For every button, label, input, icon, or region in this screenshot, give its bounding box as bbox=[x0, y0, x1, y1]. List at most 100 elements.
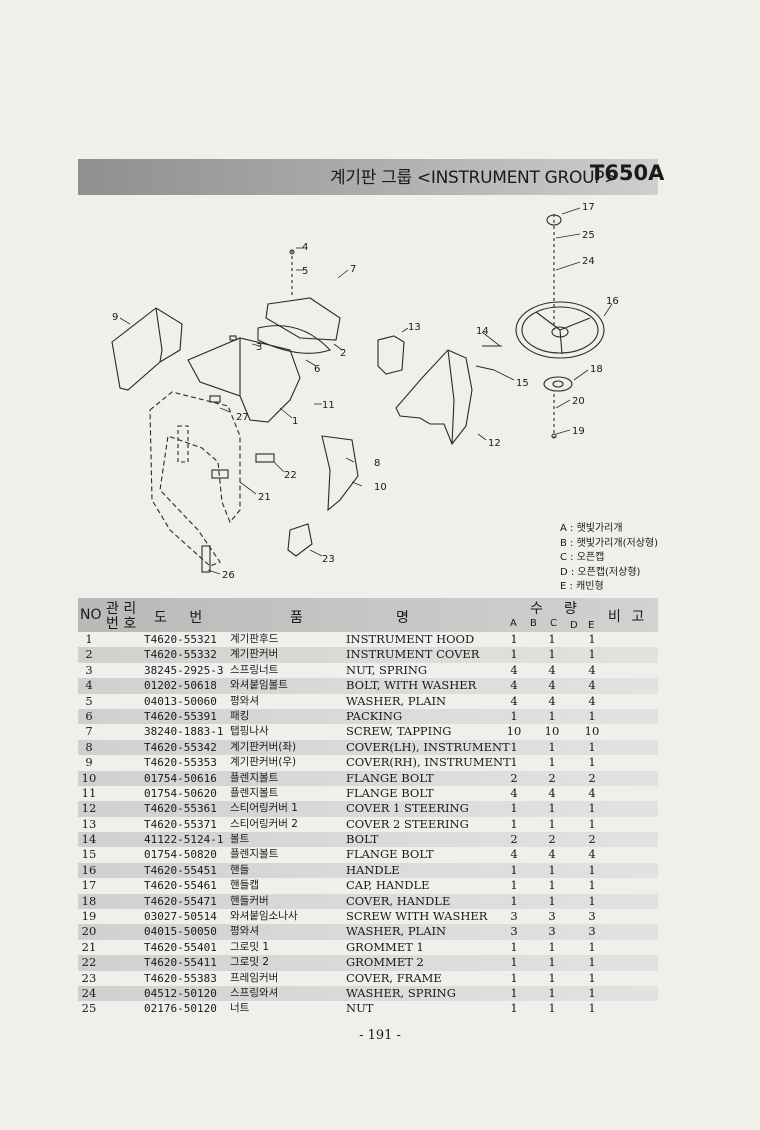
row-no: 6 bbox=[85, 708, 93, 723]
callout-6: 6 bbox=[314, 364, 320, 375]
row-no: 5 bbox=[85, 693, 93, 708]
row-part-number: 04015-50050 bbox=[144, 925, 217, 939]
row-qty-c: 3 bbox=[548, 909, 556, 924]
callout-13: 13 bbox=[408, 322, 421, 333]
col-remarks: 비 고 bbox=[608, 609, 645, 625]
row-qty-c: 4 bbox=[548, 678, 556, 693]
row-part-number: T4620-55342 bbox=[144, 740, 217, 754]
row-qty-a: 3 bbox=[510, 909, 518, 924]
row-part-number: T4620-55461 bbox=[144, 879, 217, 893]
col-mgmt-bottom: 번 호 bbox=[106, 616, 137, 632]
row-part-number: 01202-50618 bbox=[144, 679, 217, 693]
row-english-name: NUT, SPRING bbox=[346, 662, 428, 677]
row-qty-e: 4 bbox=[588, 785, 596, 800]
row-korean-name: 플렌지볼트 bbox=[230, 848, 279, 861]
row-qty-a: 10 bbox=[506, 724, 522, 739]
row-korean-name: 핸들 bbox=[230, 863, 250, 876]
part-grommet-2 bbox=[255, 453, 275, 463]
row-korean-name: 볼트 bbox=[230, 833, 250, 846]
row-qty-c: 1 bbox=[548, 816, 556, 831]
row-no: 20 bbox=[81, 924, 97, 939]
row-no: 15 bbox=[81, 847, 97, 862]
callout-4: 4 bbox=[302, 242, 308, 253]
row-qty-a: 1 bbox=[510, 985, 518, 1000]
callout-25: 25 bbox=[582, 230, 595, 241]
row-korean-name: 프레임커버 bbox=[230, 971, 279, 984]
row-qty-e: 1 bbox=[588, 632, 596, 646]
model-number: T650A bbox=[590, 161, 665, 185]
row-no: 8 bbox=[85, 739, 93, 754]
row-qty-e: 1 bbox=[588, 801, 596, 816]
callout-9: 9 bbox=[112, 312, 118, 323]
row-qty-a: 1 bbox=[510, 647, 518, 662]
row-part-number: 41122-5124-1 bbox=[144, 833, 224, 847]
row-english-name: COVER, HANDLE bbox=[346, 893, 451, 908]
row-english-name: SCREW WITH WASHER bbox=[346, 909, 488, 924]
row-no: 18 bbox=[81, 893, 97, 908]
row-part-number: T4620-55411 bbox=[144, 956, 217, 970]
row-korean-name: 평와셔 bbox=[230, 694, 259, 707]
row-english-name: COVER 2 STEERING bbox=[346, 816, 469, 831]
callout-8: 8 bbox=[374, 458, 380, 469]
legend-item: B : 햇빛가리개(저상형) bbox=[560, 537, 658, 549]
row-part-number: T4620-55321 bbox=[144, 633, 217, 646]
row-qty-c: 2 bbox=[548, 770, 556, 785]
row-qty-a: 1 bbox=[510, 1001, 518, 1016]
part-handle-cover bbox=[543, 376, 573, 392]
row-qty-e: 3 bbox=[588, 909, 596, 924]
row-qty-a: 1 bbox=[510, 755, 518, 770]
row-no: 16 bbox=[81, 862, 97, 877]
row-english-name: INSTRUMENT HOOD bbox=[346, 632, 475, 646]
callout-22: 22 bbox=[284, 470, 297, 481]
exploded-parts-diagram: 4 5 7 9 2 3 6 1 11 27 8 10 22 21 23 26 1… bbox=[111, 202, 619, 581]
row-part-number: T4620-55353 bbox=[144, 756, 217, 770]
row-no: 13 bbox=[81, 816, 97, 831]
row-korean-name: 와셔붙임볼트 bbox=[230, 679, 288, 692]
row-qty-a: 1 bbox=[510, 893, 518, 908]
callout-5: 5 bbox=[302, 266, 308, 277]
part-frame-cover bbox=[287, 523, 313, 557]
row-part-number: 04013-50060 bbox=[144, 694, 217, 708]
row-qty-e: 4 bbox=[588, 693, 596, 708]
row-part-number: 04512-50120 bbox=[144, 986, 217, 1000]
row-part-number: 03027-50514 bbox=[144, 910, 217, 924]
part-handle-cap bbox=[546, 214, 562, 226]
row-no: 1 bbox=[85, 632, 93, 646]
col-c: C bbox=[550, 618, 557, 629]
variant-legend: A : 햇빛가리개 B : 햇빛가리개(저상형) C : 오픈캡 D : 오픈캡… bbox=[560, 522, 658, 595]
row-qty-a: 1 bbox=[510, 862, 518, 877]
row-qty-c: 4 bbox=[548, 662, 556, 677]
row-qty-c: 1 bbox=[548, 893, 556, 908]
row-part-number: T4620-55371 bbox=[144, 817, 217, 831]
callout-16: 16 bbox=[606, 296, 619, 307]
row-qty-c: 10 bbox=[544, 724, 560, 739]
page-title: 계기판 그룹 <INSTRUMENT GROUP> bbox=[330, 168, 619, 188]
col-no: NO bbox=[80, 607, 102, 623]
row-korean-name: 플렌지볼트 bbox=[230, 771, 279, 784]
row-english-name: CAP, HANDLE bbox=[346, 878, 430, 893]
row-korean-name: 스프링너트 bbox=[230, 663, 279, 676]
row-no: 11 bbox=[81, 785, 97, 800]
row-no: 10 bbox=[81, 770, 97, 785]
row-no: 12 bbox=[81, 801, 97, 816]
row-english-name: BOLT, WITH WASHER bbox=[346, 678, 477, 693]
row-part-number: T4620-55391 bbox=[144, 709, 217, 723]
row-qty-e: 1 bbox=[588, 862, 596, 877]
row-part-number: T4620-55383 bbox=[144, 971, 217, 985]
row-part-number: T4620-55361 bbox=[144, 802, 217, 816]
callout-10: 10 bbox=[374, 482, 387, 493]
row-qty-a: 4 bbox=[510, 662, 518, 677]
row-qty-e: 3 bbox=[588, 924, 596, 939]
